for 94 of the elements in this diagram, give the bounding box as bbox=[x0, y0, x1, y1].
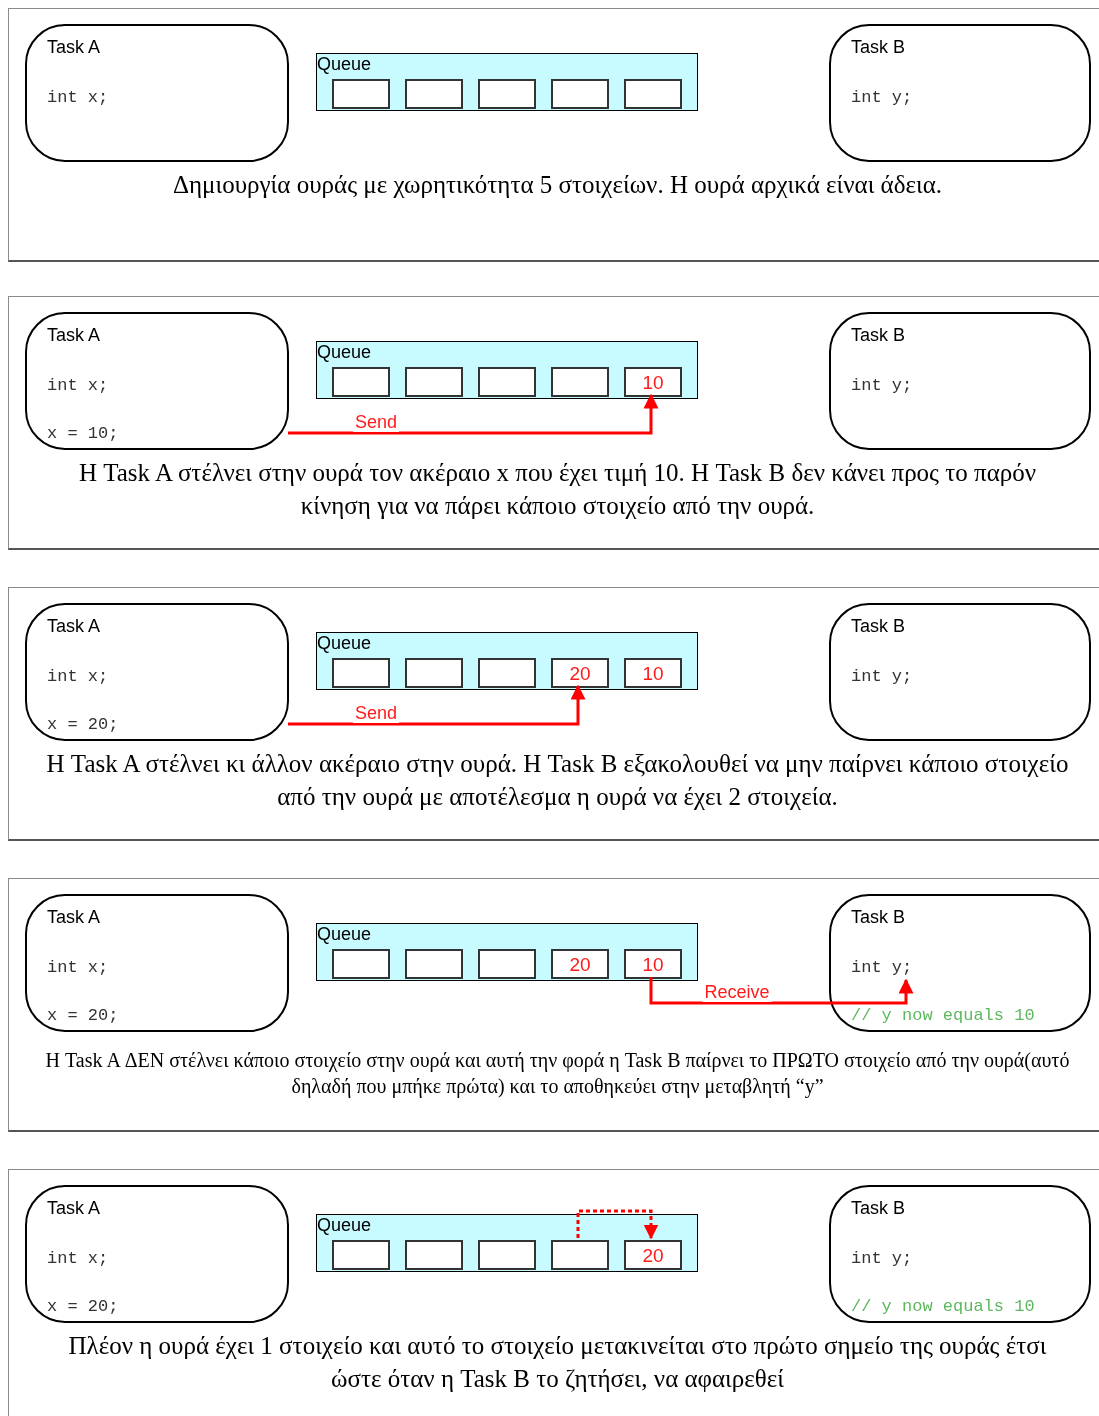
queue-slot bbox=[332, 949, 390, 979]
queue-slot bbox=[624, 658, 682, 688]
code-line: int x; bbox=[47, 667, 109, 687]
slot-value: 20 bbox=[642, 1245, 664, 1265]
queue-slot bbox=[405, 949, 463, 979]
queue-slot bbox=[478, 367, 536, 397]
queue-box bbox=[316, 632, 698, 690]
task-box bbox=[829, 894, 1091, 1032]
queue-slot bbox=[551, 658, 609, 688]
step-caption: Η Task A στέλνει κι άλλον ακέραιο στην ουρά. Η Task B εξακολουθεί να μην παίρνει κάποιο στοιχείο από την ουρά με αποτέλεσμα η ουρά να έχει 2 στοιχεία. bbox=[45, 749, 1070, 812]
step-caption: Δημιουργία ουράς με χωρητικότητα 5 στοιχείων. Η ουρά αρχικά είναι άδεια. bbox=[172, 170, 943, 200]
queue-box bbox=[316, 53, 698, 111]
code-comment: // y now equals 10 bbox=[851, 1006, 1035, 1026]
code-line: int y; bbox=[851, 88, 913, 108]
queue-slot bbox=[624, 79, 682, 109]
edge-label: Send bbox=[353, 703, 399, 723]
step-panel bbox=[8, 1169, 1099, 1416]
code-line: int y; bbox=[851, 1249, 913, 1269]
slot-value: 10 bbox=[642, 663, 664, 683]
code-line: x = 20; bbox=[47, 715, 119, 735]
task-title: Task A bbox=[47, 324, 101, 346]
queue-slot bbox=[478, 658, 536, 688]
task-box bbox=[25, 603, 289, 741]
code-line: int x; bbox=[47, 376, 109, 396]
queue-slot bbox=[405, 79, 463, 109]
arrow bbox=[288, 393, 659, 435]
queue-slot bbox=[478, 79, 536, 109]
task-box bbox=[829, 1185, 1091, 1323]
code-line: int y; bbox=[851, 958, 913, 978]
queue-slot bbox=[624, 1240, 682, 1270]
queue-slot bbox=[332, 658, 390, 688]
code-line: x = 10; bbox=[47, 424, 119, 444]
task-title: Task A bbox=[47, 906, 101, 928]
task-title: Task B bbox=[851, 1197, 906, 1219]
task-box bbox=[25, 312, 289, 450]
edge-label: Send bbox=[353, 412, 399, 432]
task-box bbox=[829, 603, 1091, 741]
step-panel bbox=[8, 878, 1099, 1132]
task-box bbox=[25, 894, 289, 1032]
step-caption: Η Task A ΔΕΝ στέλνει κάποιο στοιχείο στην ουρά και αυτή την φορά η Task B παίρνει το ΠΡΩΤΟ στοιχείο από την ουρά(αυτό δηλαδή που μπήκε πρώτα) και το αποθηκεύει στην μεταβλητή “y” bbox=[44, 1048, 1071, 1099]
queue-label: Queue bbox=[317, 924, 372, 944]
code-line: int y; bbox=[851, 376, 913, 396]
code-comment: // y now equals 10 bbox=[851, 1297, 1035, 1317]
code-line: x = 20; bbox=[47, 1297, 119, 1317]
step-caption: Η Task A στέλνει στην ουρά τον ακέραιο x που έχει τιμή 10. Η Task B δεν κάνει προς το παρόν κίνηση για να πάρει κάποιο στοιχείο από την ουρά. bbox=[77, 458, 1038, 521]
queue-slot bbox=[624, 949, 682, 979]
slot-value: 10 bbox=[642, 954, 664, 974]
slot-value: 20 bbox=[569, 954, 591, 974]
task-box bbox=[829, 24, 1091, 162]
step-caption: Πλέον η ουρά έχει 1 στοιχείο και αυτό το στοιχείο μετακινείται στο πρώτο σημείο της ουράς έτσι ώστε όταν η Task B το ζητήσει, να αφαιρεθεί bbox=[67, 1331, 1048, 1394]
queue-slot bbox=[478, 1240, 536, 1270]
step-panel bbox=[8, 8, 1099, 262]
step-panel bbox=[8, 587, 1099, 841]
slot-value: 20 bbox=[569, 663, 591, 683]
task-title: Task A bbox=[47, 36, 101, 58]
queue-slot bbox=[405, 658, 463, 688]
code-line: int x; bbox=[47, 958, 109, 978]
queue-slot bbox=[551, 79, 609, 109]
queue-slot bbox=[405, 1240, 463, 1270]
arrow bbox=[288, 684, 586, 726]
task-title: Task B bbox=[851, 906, 906, 928]
task-title: Task A bbox=[47, 1197, 101, 1219]
edge-label: Receive bbox=[702, 982, 772, 1002]
code-line: int y; bbox=[851, 667, 913, 687]
queue-label: Queue bbox=[317, 633, 372, 653]
queue-slot bbox=[332, 367, 390, 397]
code-line: int x; bbox=[47, 88, 109, 108]
slot-value: 10 bbox=[642, 372, 664, 392]
queue-slot bbox=[551, 367, 609, 397]
queue-slot bbox=[405, 367, 463, 397]
arrow bbox=[576, 1209, 659, 1240]
task-box bbox=[25, 1185, 289, 1323]
queue-label: Queue bbox=[317, 54, 372, 74]
queue-box bbox=[316, 923, 698, 981]
step-panel bbox=[8, 296, 1099, 550]
queue-slot bbox=[332, 1240, 390, 1270]
task-box bbox=[829, 312, 1091, 450]
queue-box bbox=[316, 1214, 698, 1272]
queue-box bbox=[316, 341, 698, 399]
queue-slot bbox=[551, 949, 609, 979]
task-title: Task B bbox=[851, 615, 906, 637]
task-box bbox=[25, 24, 289, 162]
queue-slot bbox=[478, 949, 536, 979]
arrow bbox=[649, 977, 914, 1005]
task-title: Task B bbox=[851, 324, 906, 346]
code-line: int x; bbox=[47, 1249, 109, 1269]
task-title: Task A bbox=[47, 615, 101, 637]
queue-slot bbox=[332, 79, 390, 109]
queue-label: Queue bbox=[317, 1215, 372, 1235]
task-title: Task B bbox=[851, 36, 906, 58]
code-line: x = 20; bbox=[47, 1006, 119, 1026]
queue-slot bbox=[551, 1240, 609, 1270]
queue-slot bbox=[624, 367, 682, 397]
queue-label: Queue bbox=[317, 342, 372, 362]
